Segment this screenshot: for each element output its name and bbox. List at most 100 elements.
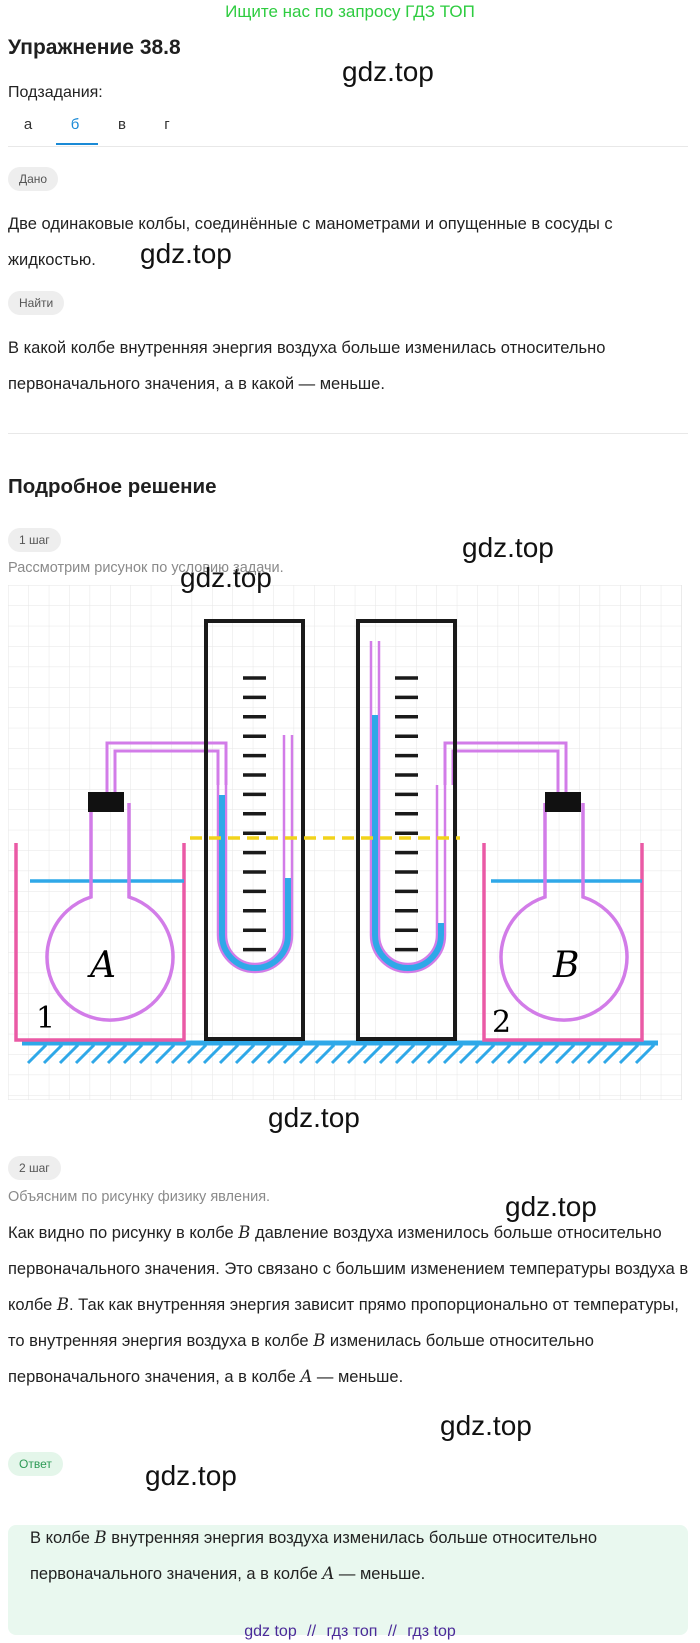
ground-hatch-line [362, 1043, 384, 1065]
ground-hatch-line [314, 1043, 336, 1065]
manometer-figure: 1 2 A B [8, 585, 682, 1100]
find-text: В какой колбе внутренняя энергия воздуха… [8, 339, 606, 393]
ground-hatch-line [218, 1043, 240, 1065]
liquid-column-left [219, 795, 291, 971]
flask-a [45, 803, 175, 1022]
flask-a-label: A [87, 945, 116, 986]
footer-separator: // [307, 1623, 317, 1640]
step1-badge: 1 шаг [8, 528, 61, 552]
footer-links: gdz top // гдз топ // гдз top [0, 1623, 700, 1641]
scale-right [395, 676, 418, 952]
footer-link-1[interactable]: gdz top [244, 1623, 297, 1640]
manometer-frame-right [356, 619, 457, 1041]
ground-hatch-line [266, 1043, 288, 1065]
watermark: gdz.top [505, 1191, 597, 1222]
solution-heading: Подробное решение [8, 475, 217, 498]
ground-hatch-line [634, 1043, 656, 1065]
ground-hatch-line [186, 1043, 208, 1065]
scale-left [243, 676, 266, 952]
watermark: gdz.top [342, 56, 434, 87]
top-banner[interactable]: Ищите нас по запросу ГДЗ ТОП [225, 2, 475, 21]
ground-hatch-line [570, 1043, 592, 1065]
answer-box [8, 1525, 688, 1635]
answer-badge: Ответ [8, 1452, 63, 1476]
ground-hatch-line [442, 1043, 464, 1065]
step1-caption: Рассмотрим рисунок по условию задачи. [8, 560, 284, 576]
footer-link-3[interactable]: гдз top [407, 1623, 456, 1640]
grid-background [8, 585, 682, 1100]
ground-hatch-line [106, 1043, 128, 1065]
ground-hatch-line [90, 1043, 112, 1065]
ground-hatch-line [538, 1043, 560, 1065]
ground-hatch-line [602, 1043, 624, 1065]
watermark: gdz.top [440, 1410, 532, 1441]
ground-hatch-line [410, 1043, 432, 1065]
ground-hatch-line [74, 1043, 96, 1065]
ground-hatch-line [58, 1043, 80, 1065]
ground-hatch-line [506, 1043, 528, 1065]
step2-caption: Объясним по рисунку физику явления. [8, 1189, 271, 1205]
ground-hatch-line [522, 1043, 544, 1065]
ground-hatch-line [282, 1043, 304, 1065]
ground-hatch-line [586, 1043, 608, 1065]
watermark: gdz.top [140, 238, 232, 269]
u-tube-right-outer [369, 641, 447, 974]
ground-hatch-line [298, 1043, 320, 1065]
flask-b [499, 803, 629, 1022]
ground-hatch-line [426, 1043, 448, 1065]
footer-separator: // [387, 1623, 397, 1640]
connector-tube-a [105, 741, 228, 792]
ground-hatch-line [474, 1043, 496, 1065]
page-title: Упражнение 38.8 [8, 36, 181, 59]
watermark: gdz.top [180, 562, 272, 593]
vessel-2 [482, 843, 644, 1042]
ground-hatch-line [122, 1043, 144, 1065]
ground-hatch-line [170, 1043, 192, 1065]
ground-hatch-line [234, 1043, 256, 1065]
ground-hatch-line [154, 1043, 176, 1065]
step2-badge: 2 шаг [8, 1156, 61, 1180]
tab-a[interactable]: а [23, 116, 33, 133]
given-badge: Дано [8, 167, 59, 191]
tab-v[interactable]: в [118, 116, 126, 133]
ground-hatch-line [26, 1043, 48, 1065]
ground-hatch-line [138, 1043, 160, 1065]
ground-hatch-line [202, 1043, 224, 1065]
subtasks-label: Подзадания: [8, 84, 103, 101]
watermark: gdz.top [268, 1102, 360, 1133]
tab-g[interactable]: г [164, 116, 170, 133]
vessel-2-label: 2 [492, 1005, 511, 1040]
ground-hatch-line [42, 1043, 64, 1065]
ground-hatch-line [394, 1043, 416, 1065]
ground-hatch-line [490, 1043, 512, 1065]
watermark: gdz.top [462, 532, 554, 563]
stopper-b [545, 792, 581, 812]
step2-text: Как видно по рисунку в колбе B давление … [8, 1223, 689, 1386]
ground-hatch [26, 1043, 656, 1065]
footer-link-2[interactable]: гдз топ [326, 1623, 378, 1640]
liquid-column-right [372, 715, 444, 971]
ground-hatch-line [330, 1043, 352, 1065]
flask-b-label: B [552, 945, 579, 986]
u-tube-right-inner [377, 641, 439, 966]
given-text: Две одинаковые колбы, соединённые с мано… [8, 215, 613, 269]
ground-hatch-line [458, 1043, 480, 1065]
stopper-a [88, 792, 124, 812]
ground-hatch-line [618, 1043, 640, 1065]
ground-hatch-line [378, 1043, 400, 1065]
tab-b[interactable]: б [70, 116, 80, 133]
answer-text: В колбе B внутренняя энергия воздуха изм… [30, 1528, 598, 1583]
ground-hatch-line [346, 1043, 368, 1065]
divider [8, 146, 688, 147]
u-tube-left-inner [224, 735, 286, 966]
find-badge: Найти [8, 291, 65, 315]
vessel-1 [14, 843, 186, 1042]
manometer-frame-left [204, 619, 305, 1041]
ground-hatch-line [250, 1043, 272, 1065]
active-tab-indicator [56, 143, 98, 145]
divider [8, 433, 688, 434]
watermark: gdz.top [145, 1460, 237, 1491]
vessel-1-label: 1 [36, 1001, 55, 1036]
ground-hatch-line [554, 1043, 576, 1065]
u-tube-left-outer [216, 735, 294, 974]
